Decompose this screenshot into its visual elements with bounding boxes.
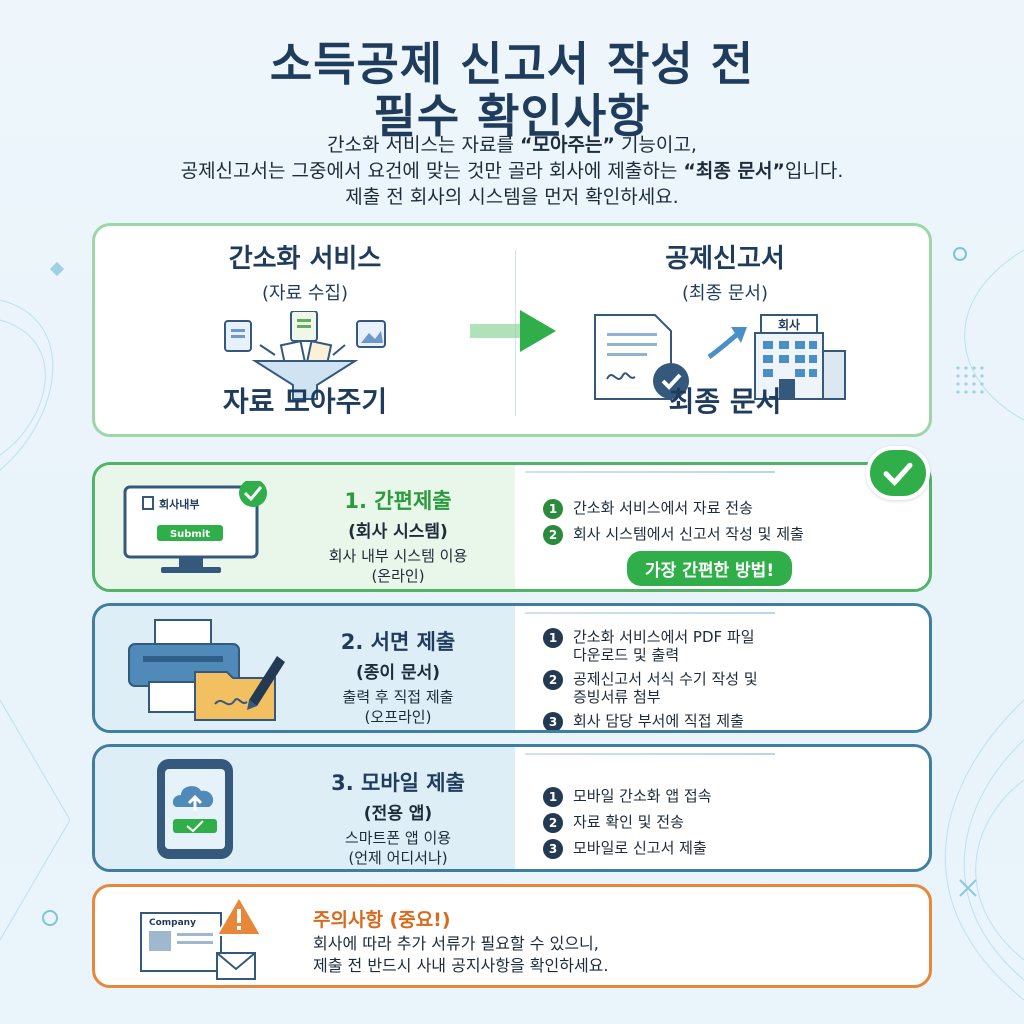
printer-folder-pen-icon (128, 619, 285, 721)
method-2-desc: 출력 후 직접 제출 (오프라인) (285, 687, 511, 727)
signed-document-building-icon: 회사 (594, 314, 846, 400)
step-text: 회사 담당 부서에 직접 제출 (573, 712, 744, 730)
method-3-desc-line: (언제 어디서나) (348, 849, 448, 867)
list-item: 1 간소화 서비스에서 PDF 파일 다운로드 및 출력 (543, 628, 929, 664)
submit-label: Submit (170, 529, 210, 540)
step-text: 간소화 서비스에서 자료 전송 (573, 499, 753, 517)
overview-left-heading: 간소화 서비스 (228, 244, 382, 274)
smartphone-cloud-upload-icon (157, 759, 233, 859)
warning-card: Company 주의사항 (중요!) 회사에 따라 추가 서류가 필요할 수 있… (92, 884, 932, 988)
overview-right: 공제신고서 (최종 문서) 회사 최종 문서 (515, 226, 935, 434)
company-label: Company (149, 918, 196, 928)
method-2-step-list: 1 간소화 서비스에서 PDF 파일 다운로드 및 출력 2 공제신고서 서식 수기… (543, 628, 929, 730)
method-2-steps: 1 간소화 서비스에서 PDF 파일 다운로드 및 출력 2 공제신고서 서식 수기… (515, 606, 929, 730)
step-number-badge: 3 (543, 712, 563, 730)
funnel-documents-icon (224, 310, 386, 400)
intro-line-1: 간소화 서비스는 자료를 “모아주는” 기능이고, (0, 132, 1024, 158)
intro-line-3: 제출 전 회사의 시스템을 먼저 확인하세요. (345, 186, 679, 208)
intro-text-part: 공제신고서는 그중에서 요건에 맞는 것만 골라 회사에 제출하는 (180, 160, 684, 182)
step-number-badge: 1 (543, 628, 563, 648)
method-1-steps: 1 간소화 서비스에서 자료 전송 2 회사 시스템에서 신고서 작성 및 제출 가… (515, 465, 929, 589)
overview-left: 간소화 서비스 (자료 수집) 자료 모아주기 (95, 226, 515, 434)
list-item: 1 간소화 서비스에서 자료 전송 (543, 499, 929, 519)
warning-body-line: 제출 전 반드시 사내 공지사항을 확인하세요. (313, 956, 609, 975)
list-item: 1 모바일 간소화 앱 접속 (543, 787, 929, 807)
title-line-2: 필수 확인사항 (373, 89, 651, 143)
list-item: 2 공제신고서 서식 수기 작성 및 증빙서류 첨부 (543, 670, 929, 706)
step-number-badge: 2 (543, 670, 563, 690)
method-card-easy-submit: 회사내부 Submit 1. 간편제출 (회사 시스템) 회사 내부 시스템 이… (92, 462, 932, 592)
warning-body: 회사에 따라 추가 서류가 필요할 수 있으니, 제출 전 반드시 사내 공지사… (313, 933, 608, 977)
warning-title: 주의사항 (중요!) (313, 909, 451, 931)
method-card-paper-submit: 2. 서면 제출 (종이 문서) 출력 후 직접 제출 (오프라인) 1 간소화 … (92, 603, 932, 733)
list-item: 2 회사 시스템에서 신고서 작성 및 제출 (543, 525, 929, 545)
method-3-title: 3. 모바일 제출 (331, 771, 465, 795)
monitor-label: 회사내부 (159, 497, 199, 511)
step-number-badge: 3 (543, 839, 563, 859)
method-2-text: 2. 서면 제출 (종이 문서) 출력 후 직접 제출 (오프라인) (285, 626, 511, 727)
method-2-desc-line: 출력 후 직접 제출 (342, 688, 454, 706)
overview-left-sub: (자료 수집) (261, 283, 348, 304)
overview-right-heading: 공제신고서 (665, 244, 785, 274)
method-3-step-list: 1 모바일 간소화 앱 접속 2 자료 확인 및 전송 3 모바일로 신고서 제출 (543, 787, 929, 865)
list-item: 2 자료 확인 및 전송 (543, 813, 929, 833)
overview-card: 간소화 서비스 (자료 수집) 자료 모아주기 공제신고서 (최종 문서) (92, 223, 932, 437)
method-2-summary: 2. 서면 제출 (종이 문서) 출력 후 직접 제출 (오프라인) (95, 606, 515, 730)
method-1-text: 1. 간편제출 (회사 시스템) 회사 내부 시스템 이용 (온라인) (285, 485, 511, 586)
intro-text-part: 입니다. (784, 160, 844, 182)
overview-right-sub: (최종 문서) (681, 283, 768, 304)
method-3-summary: 3. 모바일 제출 (전용 앱) 스마트폰 앱 이용 (언제 어디서나) (95, 747, 515, 869)
intro-emphasis: “모아주는” (520, 134, 615, 156)
divider-line (525, 471, 775, 473)
title-line-1: 소득공제 신고서 작성 전 (269, 37, 755, 91)
step-number-badge: 2 (543, 525, 563, 545)
method-1-step-list: 1 간소화 서비스에서 자료 전송 2 회사 시스템에서 신고서 작성 및 제출 (543, 499, 929, 551)
divider-line (525, 753, 775, 755)
step-text: 회사 시스템에서 신고서 작성 및 제출 (573, 525, 804, 543)
step-number-badge: 2 (543, 813, 563, 833)
method-3-steps: 1 모바일 간소화 앱 접속 2 자료 확인 및 전송 3 모바일로 신고서 제출 (515, 747, 929, 869)
intro-text-part: 간소화 서비스는 자료를 (327, 134, 520, 156)
easiest-method-badge: 가장 간편한 방법! (627, 551, 793, 586)
method-2-desc-line: (오프라인) (364, 708, 432, 726)
intro-text: 간소화 서비스는 자료를 “모아주는” 기능이고, 공제신고서는 그중에서 요건… (0, 132, 1024, 210)
building-sign-label: 회사 (778, 317, 800, 332)
intro-emphasis: “최종 문서” (683, 160, 785, 182)
list-item: 3 모바일로 신고서 제출 (543, 839, 929, 859)
step-text: 간소화 서비스에서 PDF 파일 다운로드 및 출력 (573, 628, 755, 664)
method-1-title: 1. 간편제출 (344, 489, 452, 513)
checkmark-icon (866, 446, 930, 500)
step-text: 모바일 간소화 앱 접속 (573, 787, 712, 805)
list-item: 3 회사 담당 부서에 직접 제출 (543, 712, 929, 730)
company-notice-warning-icon: Company (140, 895, 263, 980)
method-3-desc: 스마트폰 앱 이용 (언제 어디서나) (285, 828, 511, 868)
method-3-text: 3. 모바일 제출 (전용 앱) 스마트폰 앱 이용 (언제 어디서나) (285, 767, 511, 868)
method-2-subtitle: (종이 문서) (355, 663, 441, 683)
method-1-desc-line: 회사 내부 시스템 이용 (328, 547, 468, 565)
warning-body-line: 회사에 따라 추가 서류가 필요할 수 있으니, (313, 934, 599, 953)
overview-right-footer: 최종 문서 (668, 385, 782, 418)
intro-line-2: 공제신고서는 그중에서 요건에 맞는 것만 골라 회사에 제출하는 “최종 문서… (0, 158, 1024, 184)
method-1-desc: 회사 내부 시스템 이용 (온라인) (285, 546, 511, 586)
overview-left-footer: 자료 모아주기 (222, 385, 388, 418)
divider-line (525, 612, 775, 614)
arrow-right-icon (470, 310, 556, 352)
method-1-desc-line: (온라인) (371, 567, 425, 585)
computer-monitor-icon: 회사내부 Submit (123, 481, 267, 573)
step-number-badge: 1 (543, 499, 563, 519)
method-3-subtitle: (전용 앱) (363, 804, 433, 824)
method-card-mobile-submit: 3. 모바일 제출 (전용 앱) 스마트폰 앱 이용 (언제 어디서나) 1 모바… (92, 744, 932, 872)
step-text: 공제신고서 서식 수기 작성 및 증빙서류 첨부 (573, 670, 758, 706)
intro-text-part: 기능이고, (614, 134, 697, 156)
step-text: 자료 확인 및 전송 (573, 813, 684, 831)
step-text: 모바일로 신고서 제출 (573, 839, 707, 857)
page-title: 소득공제 신고서 작성 전 필수 확인사항 (0, 38, 1024, 142)
method-1-subtitle: (회사 시스템) (348, 522, 448, 542)
step-number-badge: 1 (543, 787, 563, 807)
method-3-desc-line: 스마트폰 앱 이용 (344, 829, 452, 847)
method-2-title: 2. 서면 제출 (340, 630, 456, 654)
method-1-summary: 회사내부 Submit 1. 간편제출 (회사 시스템) 회사 내부 시스템 이… (95, 465, 515, 589)
